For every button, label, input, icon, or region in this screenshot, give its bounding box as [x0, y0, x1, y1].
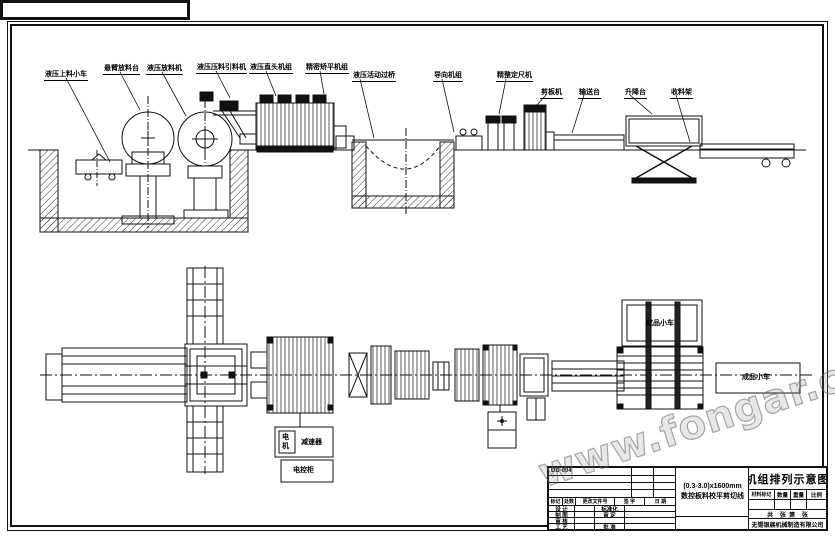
spec-cell: (0.3-3.0)x1600mm 数控板料校平剪切线	[676, 468, 749, 517]
drawing-number: DD-004	[549, 468, 676, 476]
info-weight: 重量	[791, 490, 807, 500]
shear-machine	[523, 104, 555, 151]
rev-header-file: 更改文件号	[576, 498, 615, 506]
machine-label-loading-car: 液压上料小车	[44, 69, 88, 81]
rev-header-date: 日 期	[645, 498, 676, 506]
collection-rack	[699, 143, 806, 168]
machine-label-straightener: 液压直头机组	[249, 62, 293, 74]
conveyor-plan	[551, 360, 625, 392]
rev-header-count: 处数	[563, 498, 576, 506]
pinch-feed-arm	[213, 100, 257, 145]
leveler-machine	[255, 94, 355, 153]
sign-process: 工 艺	[549, 524, 575, 529]
spec-name: 数控板料校平剪切线	[681, 493, 744, 500]
conveyor-table	[553, 134, 625, 151]
stacker-area-plan	[616, 299, 704, 410]
sheet-count-row: 共 张 第 张	[749, 510, 826, 519]
machine-label-sizing: 精整定尺机	[496, 70, 533, 82]
rev-header-sign: 签 字	[615, 498, 645, 506]
loop-pit	[351, 128, 455, 214]
machine-label-guide-unit: 导向机组	[433, 70, 463, 82]
info-material: 材料标记	[749, 490, 775, 500]
leader-lines	[65, 70, 691, 163]
drawing-title: 机组排列示意图	[749, 468, 826, 490]
machine-label-leveler: 精密矫平机组	[305, 62, 349, 74]
sign-approve2: 批 准	[595, 524, 625, 529]
motor-label: 电机	[282, 434, 289, 450]
loading-car	[75, 150, 123, 186]
info-scale: 比例	[807, 490, 826, 500]
uncoiler-plan	[184, 343, 248, 407]
sizing-machine	[484, 115, 518, 151]
sign-approve1: 审 定	[595, 512, 625, 518]
entry-rails	[45, 347, 188, 403]
product-car-label-top: 成品小车	[646, 320, 674, 327]
uncoiler-stand	[121, 96, 175, 228]
leveler-plan	[250, 336, 334, 414]
uncoiler-mandrel	[177, 91, 233, 219]
title-block: DD-004 标记 处数 更改文件号 签 字 日 期 设 计 标准化 制 图 审…	[547, 466, 828, 531]
plan-view	[40, 266, 812, 483]
drive-unit-boxes	[274, 413, 334, 483]
drawing-frame-outer	[7, 21, 828, 531]
corner-title-box	[0, 0, 190, 20]
machine-label-rack: 收料架	[670, 87, 693, 99]
sizing-plan	[454, 344, 518, 449]
spec-size: (0.3-3.0)x1600mm	[683, 483, 742, 490]
elevation-view	[28, 70, 806, 233]
machine-label-conveyor: 输送台	[578, 87, 601, 99]
bridge-roller-plans	[348, 345, 450, 405]
shear-plan	[519, 353, 549, 421]
machine-label-uncoiler: 液压放料机	[146, 63, 183, 75]
machine-label-feeder: 液压压料引料机	[196, 62, 247, 74]
sign-blank	[595, 518, 625, 524]
sign-standard: 标准化	[595, 506, 625, 512]
cabinet-label: 电控柜	[293, 467, 314, 474]
lifting-table	[625, 115, 703, 184]
machine-label-lifter: 升降台	[624, 87, 647, 99]
machine-label-shear: 剪板机	[540, 87, 563, 99]
title-block-mid-section	[676, 468, 749, 529]
company-name: 无锡银展机械制造有限公司	[751, 522, 824, 529]
product-car-plan	[715, 362, 801, 394]
title-block-left-section	[549, 468, 676, 529]
guide-unit	[455, 128, 483, 151]
sign-design: 设 计	[549, 506, 575, 512]
rev-header-mark: 标记	[549, 498, 563, 506]
gearbox-label: 减速器	[301, 439, 322, 446]
sign-draw: 制 图	[549, 512, 575, 518]
sign-check: 审 核	[549, 518, 575, 524]
drawing-frame-inner	[10, 24, 824, 527]
machine-label-loop-bridge: 液压活动过桥	[352, 70, 396, 82]
info-qty: 数量	[775, 490, 791, 500]
machine-label-support-table: 悬臂放料台	[103, 63, 140, 75]
product-car-label-right: 成品小车	[742, 374, 770, 381]
